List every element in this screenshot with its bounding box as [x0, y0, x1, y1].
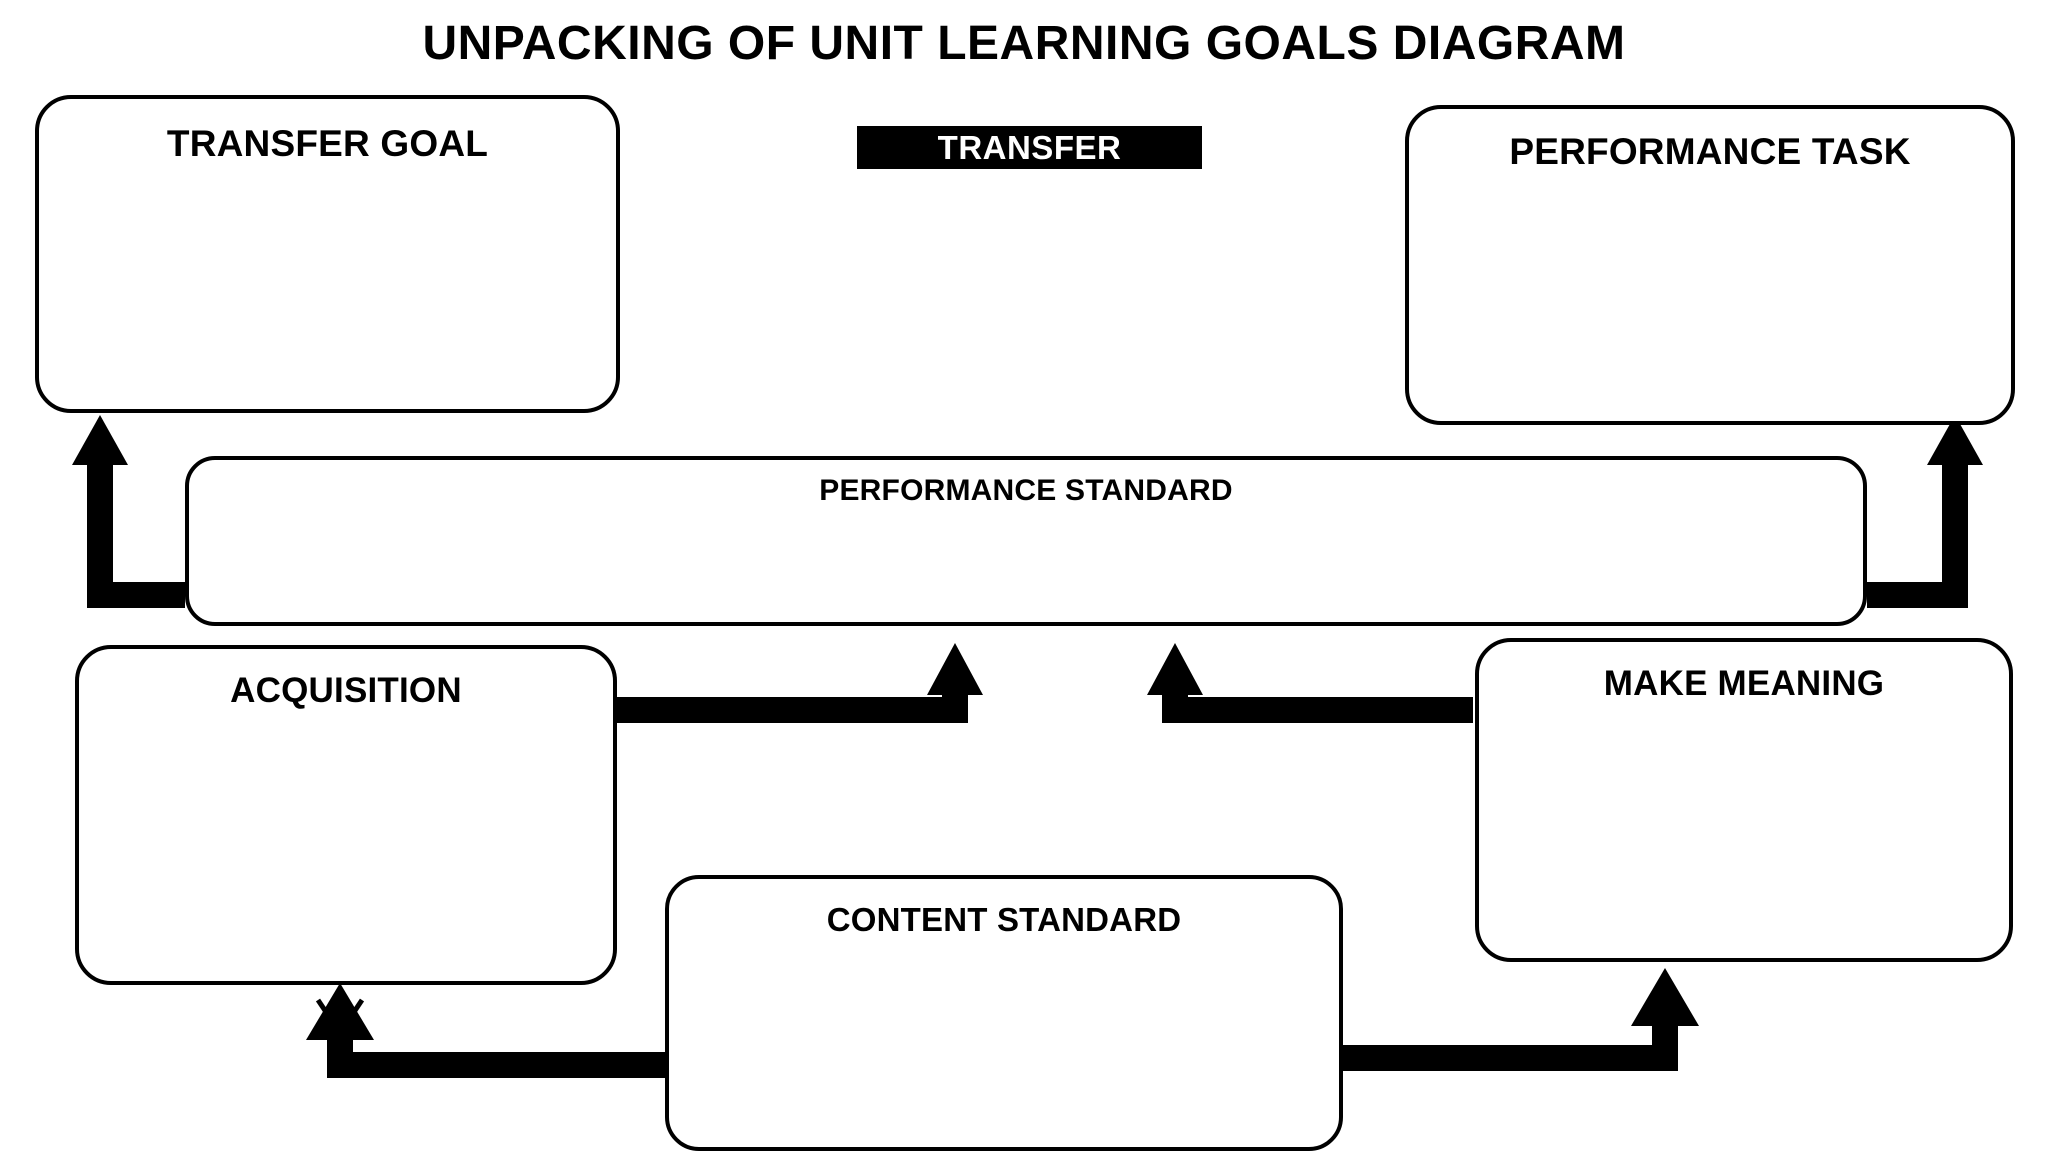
node-performance-task[interactable]: PERFORMANCE TASK: [1405, 105, 2015, 425]
connector-acquisition-to-ps: [617, 643, 983, 723]
node-content-standard-label: CONTENT STANDARD: [826, 901, 1182, 938]
connector-ps-to-transfer-goal: [72, 415, 185, 608]
transfer-banner: TRANSFER: [857, 126, 1202, 169]
node-performance-standard-label: PERFORMANCE STANDARD: [819, 474, 1233, 507]
node-make-meaning-label: MAKE MEANING: [1603, 664, 1885, 703]
page-title: UNPACKING OF UNIT LEARNING GOALS DIAGRAM: [422, 17, 1626, 70]
node-acquisition-label: ACQUISITION: [230, 671, 462, 710]
transfer-banner-label: TRANSFER: [937, 129, 1122, 166]
connector-content-standard-to-make-meaning: [1341, 968, 1699, 1071]
node-performance-standard[interactable]: PERFORMANCE STANDARD: [185, 456, 1867, 626]
node-performance-task-label: PERFORMANCE TASK: [1509, 131, 1911, 172]
connector-ps-to-performance-task: [1867, 415, 1983, 608]
node-transfer-goal[interactable]: TRANSFER GOAL: [35, 95, 620, 413]
connector-content-standard-to-acquisition: [306, 983, 667, 1078]
node-acquisition[interactable]: ACQUISITION: [75, 645, 617, 985]
connector-make-meaning-to-ps: [1147, 643, 1473, 723]
node-content-standard[interactable]: CONTENT STANDARD: [665, 875, 1343, 1151]
node-transfer-goal-label: TRANSFER GOAL: [166, 123, 489, 164]
node-make-meaning[interactable]: MAKE MEANING: [1475, 638, 2013, 962]
